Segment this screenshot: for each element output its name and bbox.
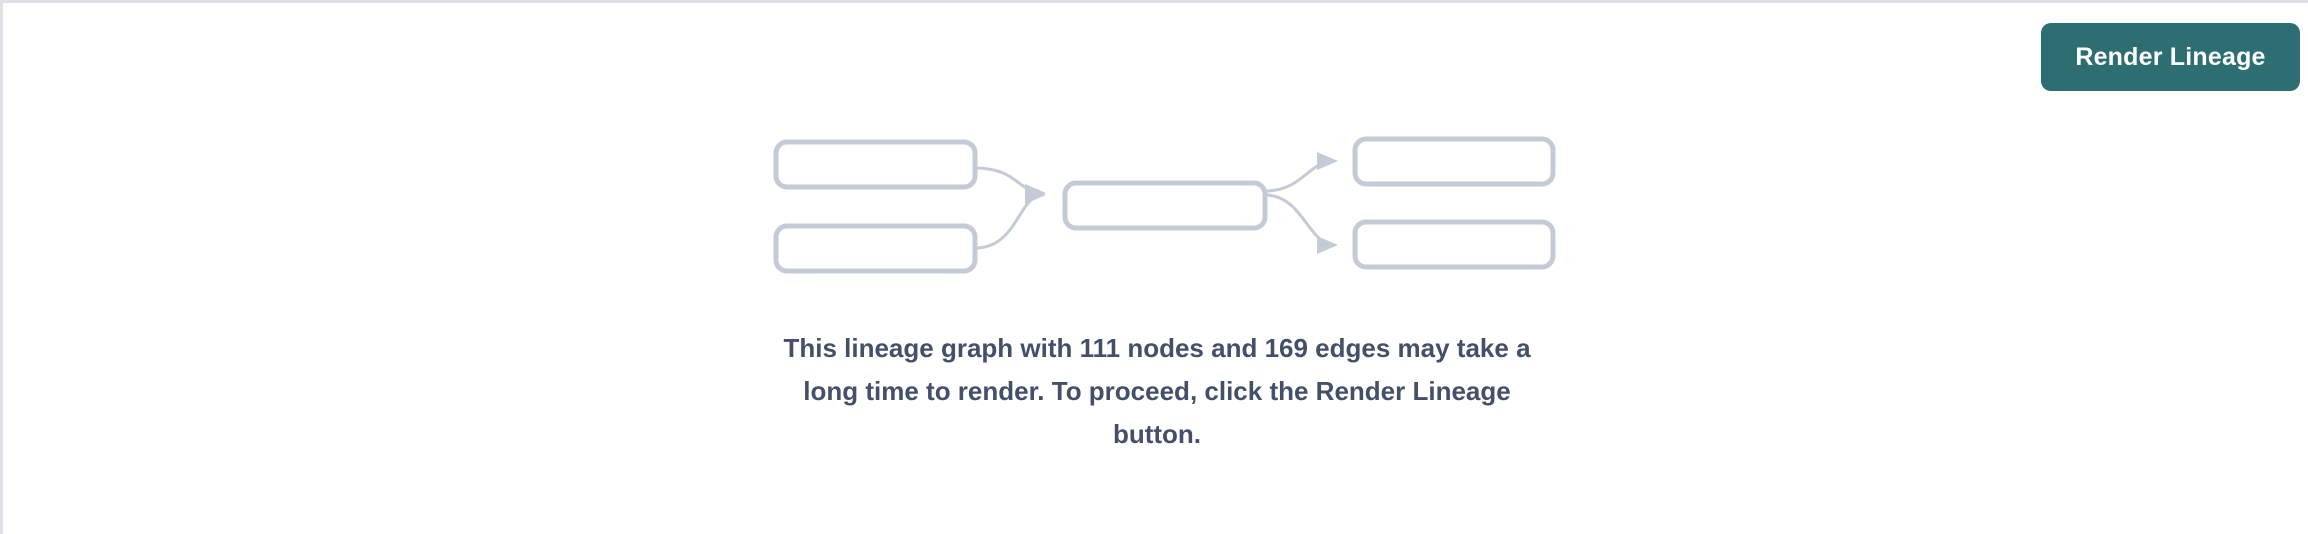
graph-edge-focus-downstream1 [1264, 152, 1338, 193]
render-lineage-button[interactable]: Render Lineage [2041, 23, 2300, 91]
warning-line-2: a long time to render. To proceed, click… [803, 333, 1531, 406]
graph-node-focus[interactable] [1062, 180, 1268, 231]
lineage-warning-message: This lineage graph with 111 nodes and 16… [757, 327, 1557, 456]
graph-edge-upstream2-focus [974, 186, 1046, 250]
lineage-graph-placeholder [743, 123, 1563, 293]
graph-node-upstream-2[interactable] [773, 223, 978, 274]
graph-edge-focus-downstream2 [1264, 193, 1338, 254]
warning-line-3: button. [1112, 419, 1202, 449]
graph-node-downstream-1[interactable] [1352, 136, 1556, 187]
placeholder-graph-svg [773, 136, 1556, 274]
graph-node-upstream-1[interactable] [773, 139, 978, 190]
graph-node-downstream-2[interactable] [1352, 219, 1556, 270]
graph-edge-upstream1-focus [974, 166, 1046, 202]
warning-line-1: This lineage graph with 111 nodes and 16… [783, 333, 1509, 363]
